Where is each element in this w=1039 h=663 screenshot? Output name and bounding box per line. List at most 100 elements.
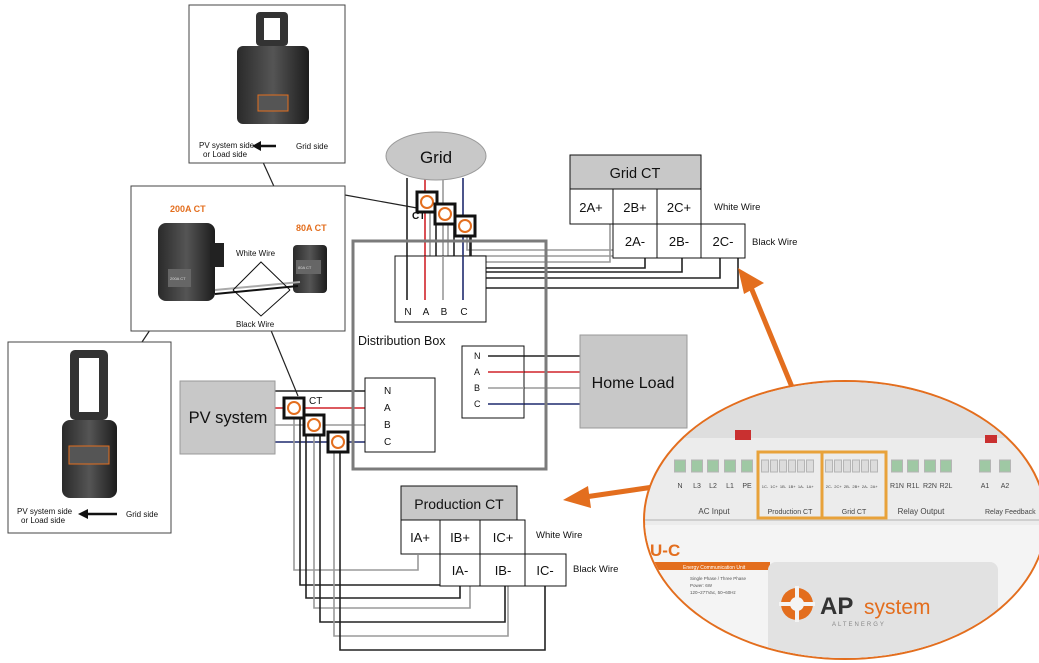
grid-ct-2c-minus: 2C- xyxy=(713,234,734,249)
distribution-box: N A B C Distribution Box N A B C N A B C xyxy=(351,239,548,471)
device-terminal-label: 2A- xyxy=(862,484,869,489)
device-terminal-connector xyxy=(852,459,860,473)
home-load: Home Load xyxy=(579,334,688,429)
photo-left-grid-side: Grid side xyxy=(126,510,159,519)
production-ct-ia-plus: IA+ xyxy=(410,530,430,545)
device-terminal-label: 1B- xyxy=(780,484,787,489)
device-terminal-label: 2B- xyxy=(844,484,851,489)
device-strip-text: Energy Communication Unit xyxy=(683,565,746,571)
apsystems-logo-icon xyxy=(779,586,815,622)
device-terminal-label: N xyxy=(677,483,682,490)
photo-top-grid-side: Grid side xyxy=(296,142,329,151)
device-terminal-connector xyxy=(691,459,703,473)
pv-terminal-b: B xyxy=(384,420,391,431)
pv-ct-label: CT xyxy=(309,396,322,407)
device-terminal-connector xyxy=(741,459,753,473)
grid-ct-2a-plus: 2A+ xyxy=(579,200,603,215)
device-terminal-connector xyxy=(788,459,796,473)
arrow-left-icon xyxy=(563,486,591,508)
home-terminal-b: B xyxy=(474,383,480,393)
distribution-box-label: Distribution Box xyxy=(358,334,446,348)
device-terminal-label: L2 xyxy=(709,483,717,490)
device-terminal-connector xyxy=(674,459,686,473)
device-terminal-connector xyxy=(834,459,842,473)
ct-200a-sticker: 200A CT xyxy=(170,276,186,281)
device-group-relay-feedback: Relay Feedback xyxy=(985,509,1036,516)
production-ct-title: Production CT xyxy=(414,496,504,512)
top-terminal-a: A xyxy=(423,307,430,318)
pv-terminal-a: A xyxy=(384,403,391,414)
device-spec-line-3: 120~277Vac, 50~60Hz xyxy=(690,590,736,595)
photo-left-pv-side-line2: or Load side xyxy=(21,516,66,525)
ct-80a-sticker: 80A CT xyxy=(298,265,312,270)
top-terminal-b: B xyxy=(441,307,448,318)
device-spec-line-1: Single Phase / Three Phase xyxy=(690,576,746,581)
device-terminal-label: L1 xyxy=(726,483,734,490)
grid-ct-2b-plus: 2B+ xyxy=(623,200,647,215)
pv-terminal-n: N xyxy=(384,386,391,397)
photo-left-ct: PV system side or Load side Grid side xyxy=(7,341,172,534)
device-terminal-label: 2C+ xyxy=(834,484,842,489)
home-terminal-c: C xyxy=(474,399,481,409)
device-terminal-label: R2L xyxy=(940,483,953,490)
device-terminal-connector xyxy=(861,459,869,473)
ct-200a-label: 200A CT xyxy=(170,204,206,214)
device-group-production-ct: Production CT xyxy=(768,509,813,516)
device-terminal-label: R1N xyxy=(890,483,904,490)
grid-ct-2c-plus: 2C+ xyxy=(667,200,691,215)
device-terminal-label: 2B+ xyxy=(852,484,860,489)
arrow-left-icon xyxy=(252,141,261,151)
photo-top-pv-side-line1: PV system side xyxy=(199,141,255,150)
production-ct-ib-minus: IB- xyxy=(495,563,512,578)
ct-white-wire-label: White Wire xyxy=(236,249,276,258)
grid-source: Grid xyxy=(385,131,487,181)
ct-80a-label: 80A CT xyxy=(296,223,327,233)
device-terminal-label: 2C- xyxy=(826,484,833,489)
device-group-relay-output: Relay Output xyxy=(898,507,945,516)
device-terminal-label: 1B+ xyxy=(788,484,796,489)
device-terminal-connector xyxy=(907,459,919,473)
pv-terminal-c: C xyxy=(384,437,391,448)
home-load-label: Home Load xyxy=(592,375,675,392)
device-terminal-connector xyxy=(806,459,814,473)
device-terminal-connector xyxy=(761,459,769,473)
device-terminal-connector xyxy=(724,459,736,473)
device-spec-line-2: Power: 6W xyxy=(690,583,713,588)
ct-clamp-icon xyxy=(282,396,306,420)
top-terminal-n: N xyxy=(404,307,411,318)
device-terminal-label: L3 xyxy=(693,483,701,490)
device-terminal-connector xyxy=(924,459,936,473)
device-terminal-label: A1 xyxy=(981,483,990,490)
device-terminal-connector xyxy=(979,459,991,473)
grid-ct-title: Grid CT xyxy=(610,166,661,182)
top-terminal-c: C xyxy=(460,307,467,318)
device-terminal-connector xyxy=(999,459,1011,473)
device-terminal-connector xyxy=(891,459,903,473)
production-ct-ib-plus: IB+ xyxy=(450,530,470,545)
device-terminal-label: 1C+ xyxy=(770,484,778,489)
home-terminal-n: N xyxy=(474,351,481,361)
photo-top-pv-side-line2: or Load side xyxy=(203,150,248,159)
grid-label: Grid xyxy=(420,148,452,167)
production-ct-ic-plus: IC+ xyxy=(493,530,514,545)
grid-ct-clamps: CT xyxy=(412,190,477,238)
device-terminal-label: R2N xyxy=(923,483,937,490)
device-terminal-connector xyxy=(707,459,719,473)
ct-clamp-icon xyxy=(302,413,326,437)
device-terminal-label: 1A+ xyxy=(806,484,814,489)
device-terminal-connector xyxy=(779,459,787,473)
grid-ct-white-wire-label: White Wire xyxy=(714,202,760,213)
device-terminal-connector xyxy=(940,459,952,473)
device-terminal-label: R1L xyxy=(907,483,920,490)
grid-ct-table: Grid CT 2A+ 2B+ 2C+ 2A- 2B- 2C- White Wi… xyxy=(569,154,797,259)
ct-clamp-icon xyxy=(433,202,457,226)
production-ct-table: Production CT IA+ IB+ IC+ IA- IB- IC- Wh… xyxy=(400,485,618,587)
device-brand-suffix: system xyxy=(864,596,931,619)
photo-ct-types: 200A CT 80A CT 200A CT 80A CT White Wire… xyxy=(130,185,346,332)
grid-ct-black-wire-label: Black Wire xyxy=(752,237,797,248)
home-terminal-a: A xyxy=(474,367,480,377)
device-terminal-connector xyxy=(797,459,805,473)
